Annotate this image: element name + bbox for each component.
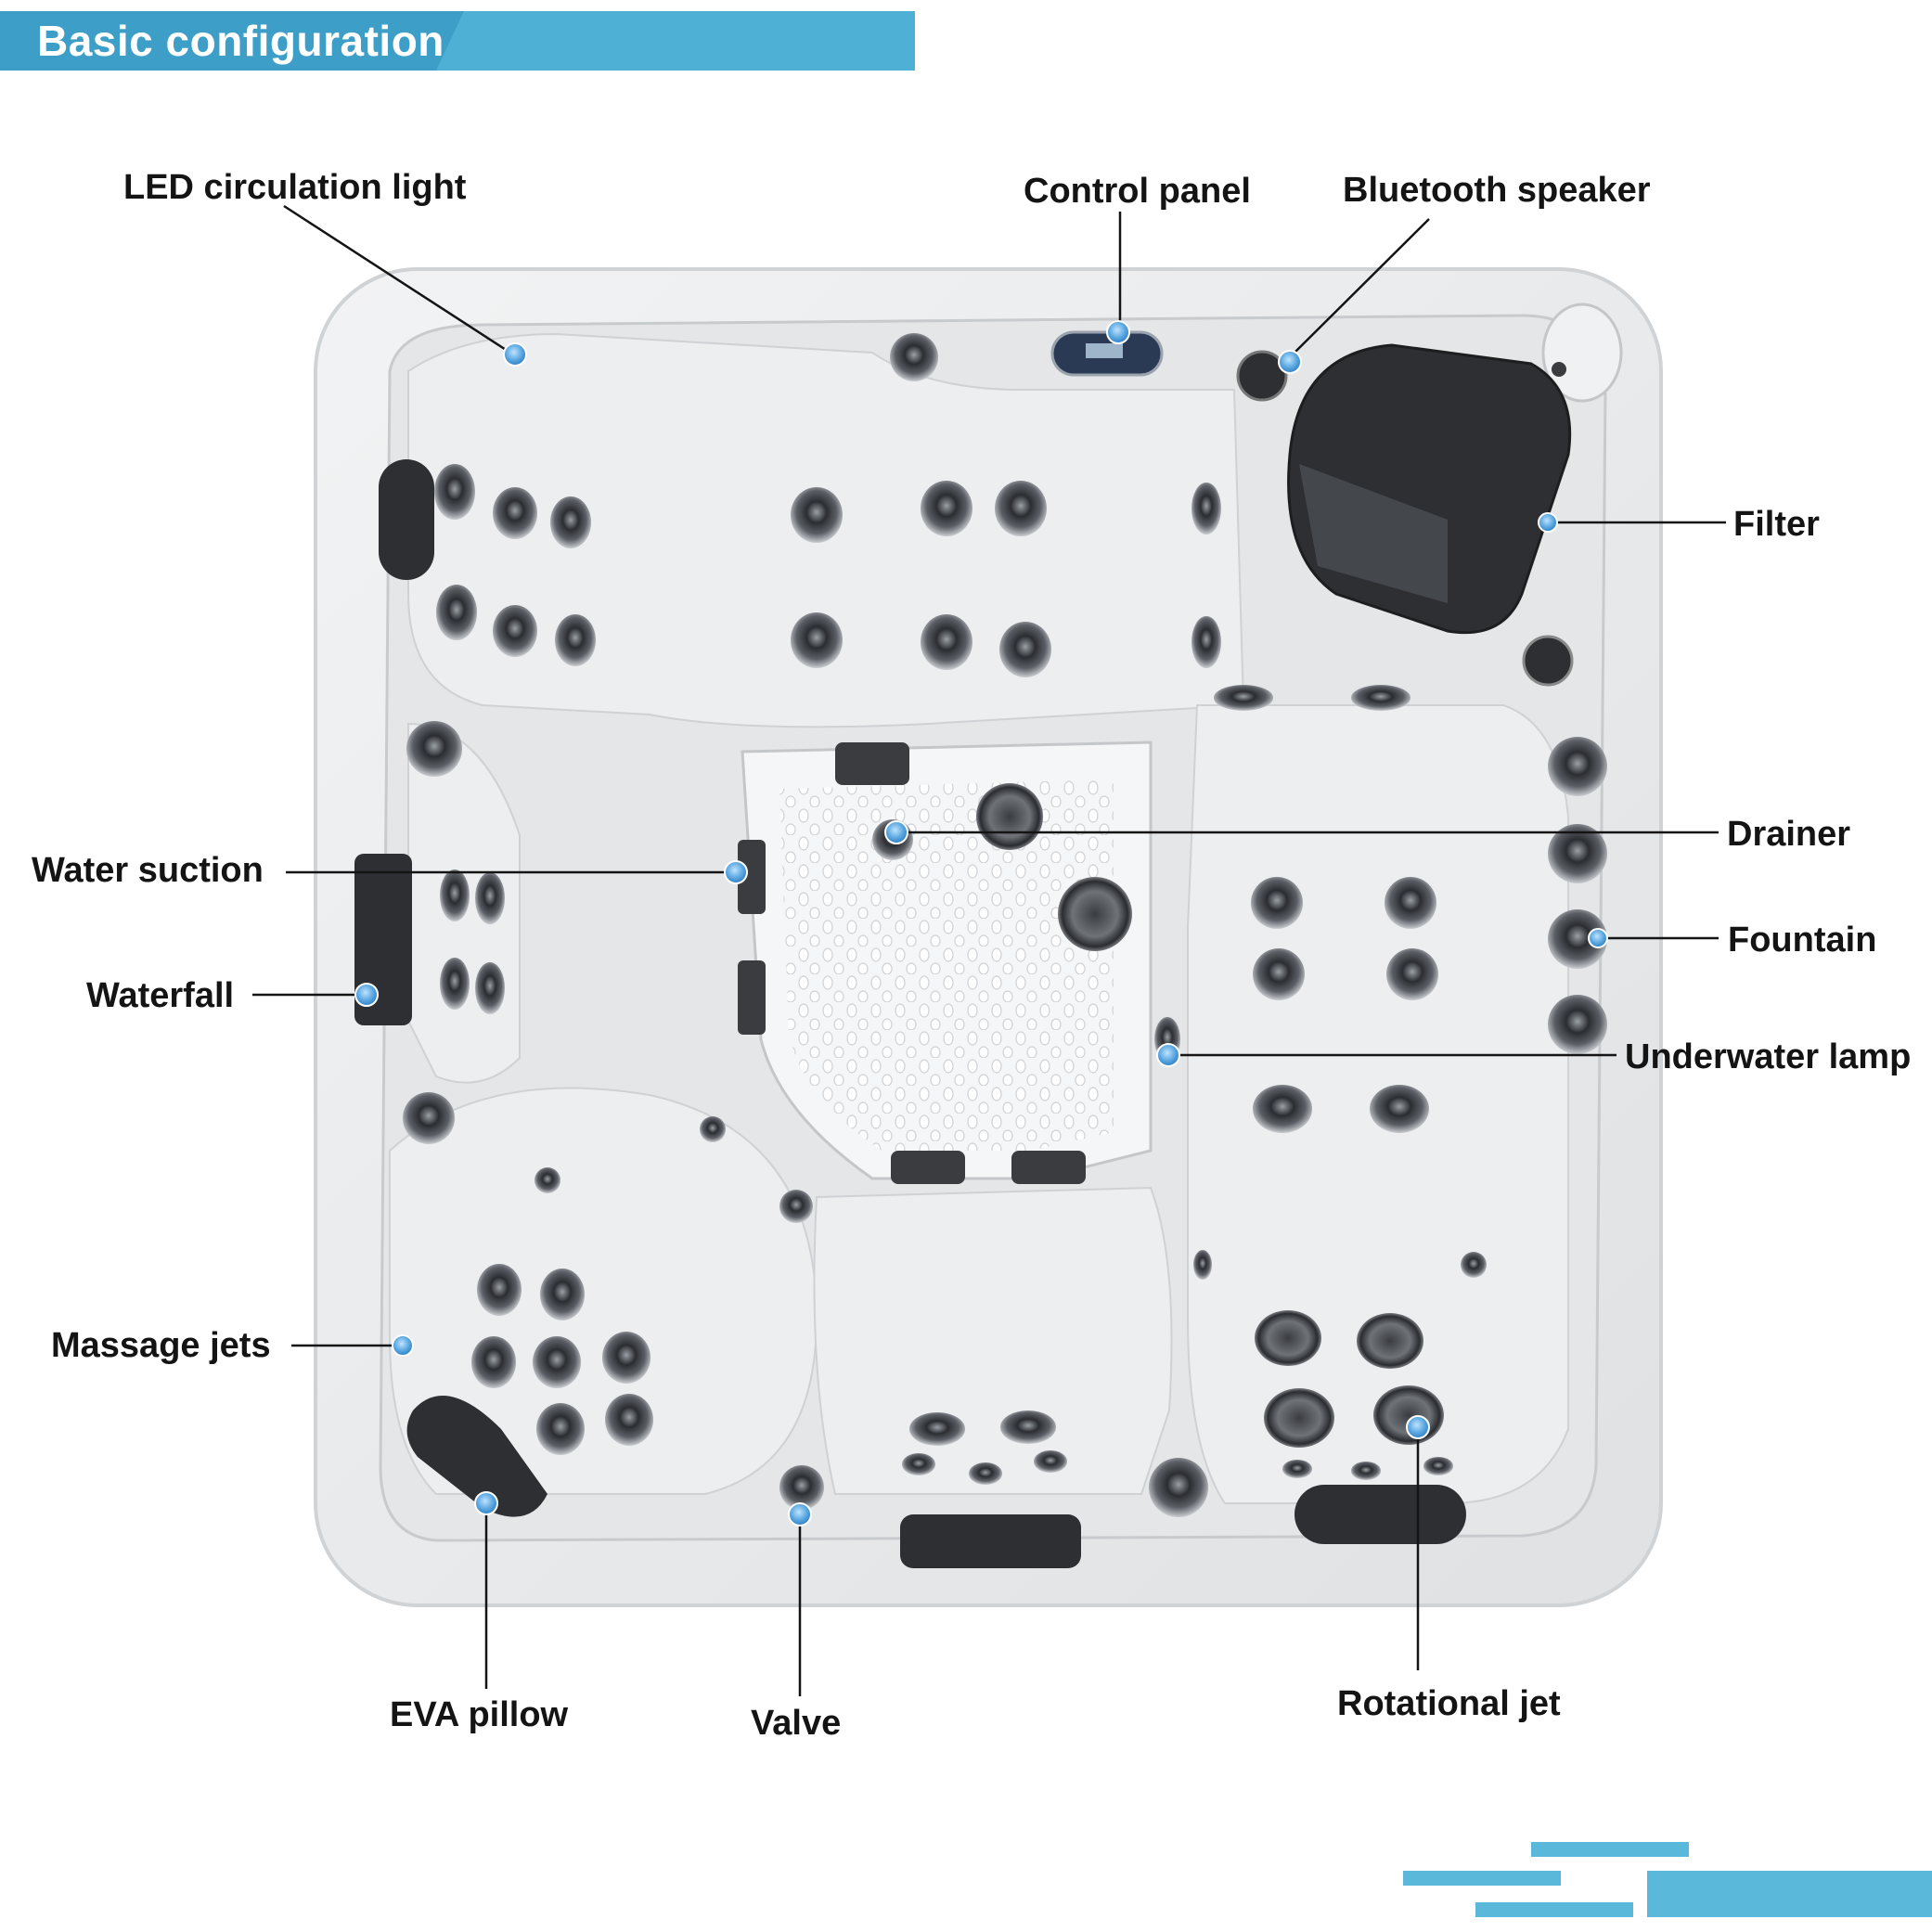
label-water-suction: Water suction (32, 851, 264, 890)
jet-cluster-bottom-left (471, 1116, 813, 1455)
marker-fountain (1588, 928, 1608, 948)
marker-drainer (884, 820, 908, 844)
marker-waterfall (354, 983, 379, 1007)
marker-water-suction (724, 860, 748, 884)
jet-cluster-top-center (791, 481, 1410, 711)
header-banner (0, 11, 915, 71)
label-eva-pillow: EVA pillow (390, 1695, 569, 1734)
marker-control-panel (1106, 320, 1130, 344)
marker-massage-jets (392, 1334, 414, 1357)
marker-rotational-jet (1406, 1415, 1430, 1439)
marker-filter (1538, 512, 1558, 533)
label-fountain: Fountain (1728, 921, 1877, 960)
jet-cluster-bottom-right (1193, 1250, 1487, 1480)
bluetooth-speaker (1236, 350, 1288, 402)
marker-bluetooth-speaker (1278, 350, 1302, 374)
page-title: Basic configuration (37, 17, 444, 65)
label-rotational-jet: Rotational jet (1337, 1684, 1561, 1723)
label-drainer: Drainer (1727, 815, 1851, 854)
marker-underwater-lamp (1156, 1043, 1180, 1067)
decor-stripes (1403, 1842, 1932, 1917)
marker-led-light (503, 342, 527, 367)
pillow-top-left (379, 459, 434, 580)
pillow-bottom-center (900, 1514, 1081, 1568)
marker-valve (788, 1502, 812, 1526)
jet-cluster-bottom-center (902, 1410, 1067, 1485)
eva-pillow (406, 1396, 547, 1517)
leader-lines (252, 204, 1726, 1696)
pillow-bottom-right (1294, 1485, 1466, 1544)
label-massage-jets: Massage jets (51, 1326, 271, 1365)
label-valve: Valve (751, 1704, 842, 1743)
jet-cluster-left (440, 742, 909, 1035)
label-control-panel: Control panel (1024, 172, 1251, 211)
marker-eva-pillow (474, 1491, 498, 1515)
label-filter: Filter (1733, 505, 1820, 544)
label-led-circulation-light: LED circulation light (123, 168, 467, 207)
waterfall-fixture (354, 854, 412, 1025)
label-bluetooth-speaker: Bluetooth speaker (1343, 171, 1651, 210)
label-waterfall: Waterfall (86, 976, 235, 1015)
jet-cluster-top-left (434, 464, 596, 666)
feature-markers (354, 320, 1608, 1526)
label-underwater-lamp: Underwater lamp (1625, 1037, 1912, 1076)
jet-cluster-right (1251, 737, 1607, 1133)
